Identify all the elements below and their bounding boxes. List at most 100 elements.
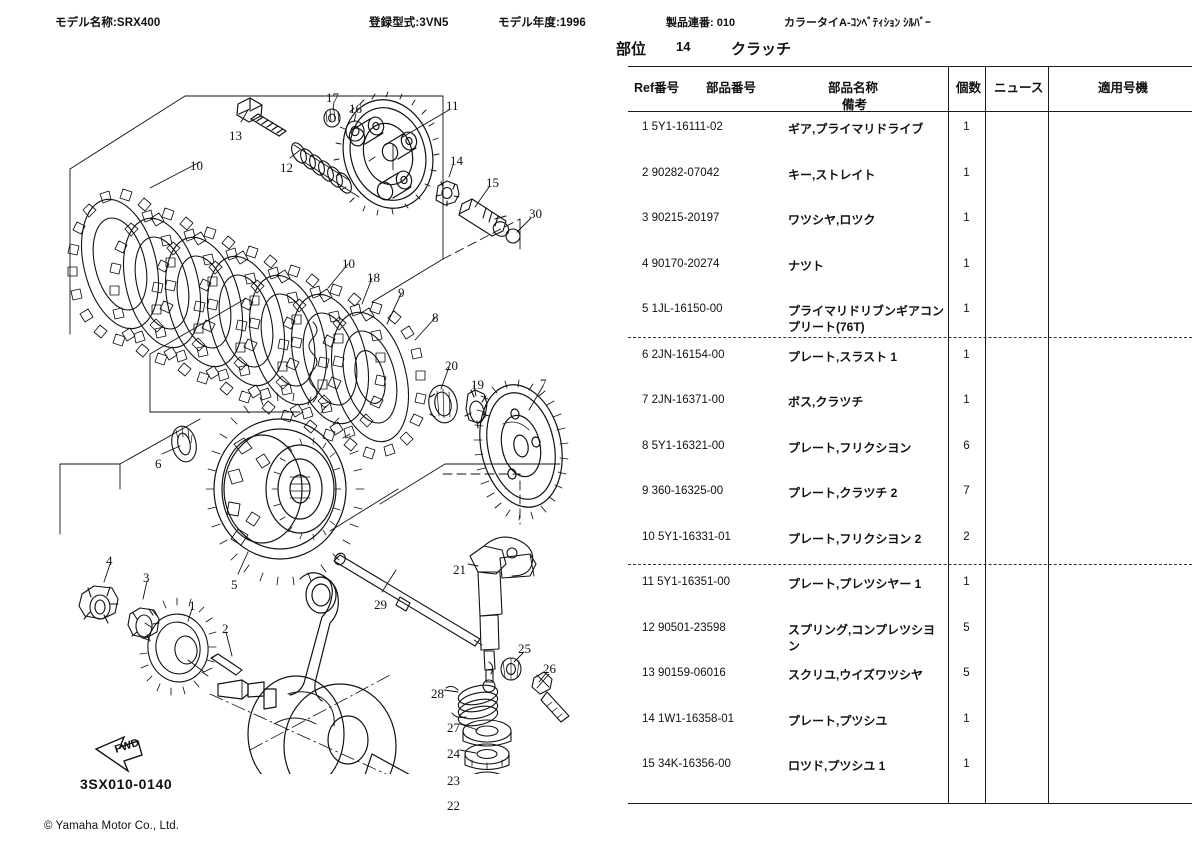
callout-number: 16 [349, 101, 362, 116]
column-divider-qty [948, 66, 949, 803]
column-header-part-name: 部品名称 [828, 81, 879, 95]
callout-number: 22 [447, 798, 460, 813]
cell-part-name: ナツト [788, 258, 825, 273]
clutch-assembly-drawing: FWD [59, 91, 570, 774]
callout-number: 18 [367, 270, 380, 285]
cell-ref-and-part-number: 5 1JL-16150-00 [642, 303, 723, 315]
cell-part-name: プレート,フリクシヨン 2 [788, 531, 922, 546]
cell-ref-and-part-number: 15 34K-16356-00 [642, 758, 731, 770]
callout-number: 29 [374, 597, 387, 612]
table-bottom-rule [628, 803, 1192, 804]
callout-number: 10 [342, 256, 355, 271]
cell-ref-and-part-number: 6 2JN-16154-00 [642, 348, 725, 361]
cell-ref-and-part-number: 3 90215-20197 [642, 212, 720, 224]
cell-part-name: プレート,プレツシヤー 1 [788, 577, 922, 591]
cell-part-name: スクリユ,ウイズワツシヤ [788, 668, 923, 682]
cell-ref-and-part-number: 11 5Y1-16351-00 [642, 576, 731, 588]
section-number: 14 [676, 39, 691, 54]
cell-ref-and-part-number: 13 90159-06016 [642, 667, 726, 679]
callout-number: 15 [486, 175, 499, 190]
cell-ref-and-part-number: 4 90170-20274 [642, 257, 720, 270]
cell-quantity: 1 [963, 394, 970, 406]
cell-part-name: プレート,スラスト 1 [788, 349, 898, 364]
cell-part-name: プレート,クラツチ 2 [788, 486, 898, 500]
cell-part-name: ボス,クラツチ [788, 395, 864, 409]
section-name: クラッチ [731, 41, 792, 58]
cell-ref-and-part-number: 12 90501-23598 [642, 621, 726, 634]
product-metadata-row: 製品連番: 010 カラータイA-ｺﾝﾍﾞﾃｨｼｮﾝ ｼﾙﾊﾞｰ [608, 14, 1200, 30]
callout-number: 23 [447, 773, 460, 788]
callout-number: 10 [190, 158, 203, 173]
section-heading: 部位 14 クラッチ [616, 38, 1200, 60]
column-header-news: ニュース [994, 81, 1044, 95]
column-header-qty: 個数 [956, 81, 982, 95]
callout-number: 21 [453, 562, 466, 577]
column-header-ref: Ref番号 [634, 81, 680, 95]
callout-number: 20 [445, 358, 458, 373]
callout-number: 17 [326, 90, 339, 105]
cell-quantity: 5 [963, 667, 970, 679]
callout-number: 27 [447, 720, 460, 735]
callout-number: 28 [431, 686, 444, 701]
callout-number: 30 [529, 206, 542, 221]
model-metadata-row: モデル名称:SRX400 登録型式:3VN5 モデル年度:1996 [0, 14, 600, 30]
callout-number: 11 [446, 98, 459, 113]
registration-type-label: 登録型式:3VN5 [369, 17, 449, 29]
cell-part-name: ギア,プライマリドライブ [788, 122, 924, 136]
callout-number: 12 [280, 160, 293, 175]
color-type-label: カラータイA-ｺﾝﾍﾞﾃｨｼｮﾝ ｼﾙﾊﾞｰ [784, 17, 931, 29]
product-serial-label: 製品連番: 010 [666, 17, 736, 29]
column-header-applicable: 適用号機 [1098, 81, 1149, 95]
cell-part-name: キー,ストレイト [788, 167, 876, 182]
cell-quantity: 1 [963, 257, 970, 270]
callout-number: 7 [540, 376, 547, 391]
cell-ref-and-part-number: 2 90282-07042 [642, 166, 720, 179]
callout-number: 6 [155, 456, 162, 471]
cell-quantity: 1 [963, 576, 970, 588]
group-separator [628, 564, 1192, 565]
callout-number: 2 [222, 621, 229, 636]
callout-number: 25 [518, 641, 531, 656]
fwd-arrow [94, 735, 143, 773]
callout-number: 3 [143, 570, 150, 585]
cell-part-name: ロツド,プツシユ 1 [788, 759, 886, 773]
parts-list-panel: 製品連番: 010 カラータイA-ｺﾝﾍﾞﾃｨｼｮﾝ ｼﾙﾊﾞｰ 部位 14 ク… [608, 0, 1200, 852]
cell-part-name: プレート,プツシユ [788, 713, 888, 728]
cell-ref-and-part-number: 14 1W1-16358-01 [642, 712, 735, 725]
callout-number: 13 [229, 128, 242, 143]
cell-ref-and-part-number: 8 5Y1-16321-00 [642, 439, 725, 452]
cell-part-name: プライマリドリブンギアコンプリート(76T) [788, 304, 945, 335]
cell-quantity: 1 [963, 212, 970, 224]
illustration-panel: モデル名称:SRX400 登録型式:3VN5 モデル年度:1996 [0, 14, 600, 832]
copyright-notice: © Yamaha Motor Co., Ltd. [44, 820, 180, 832]
cell-ref-and-part-number: 7 2JN-16371-00 [642, 394, 725, 406]
cell-ref-and-part-number: 9 360-16325-00 [642, 485, 724, 497]
cell-quantity: 6 [963, 439, 970, 452]
table-header-rule [628, 111, 1192, 112]
cell-quantity: 1 [963, 712, 970, 725]
cell-quantity: 7 [963, 485, 970, 497]
column-divider-applicable [1048, 66, 1049, 803]
cell-quantity: 1 [963, 348, 970, 361]
cell-part-name: プレート,フリクシヨン [788, 440, 912, 455]
group-separator [628, 336, 1192, 338]
callout-number: 26 [543, 661, 556, 676]
cell-part-name: ワツシヤ,ロツク [788, 213, 876, 227]
callout-number: 8 [432, 310, 439, 325]
callout-number: 14 [450, 153, 463, 168]
column-header-remarks: 備考 [842, 98, 868, 112]
callout-number: 4 [106, 553, 113, 568]
cell-ref-and-part-number: 1 5Y1-16111-02 [642, 121, 723, 133]
cell-quantity: 1 [963, 303, 970, 315]
figure-code: 3SX010-0140 [80, 776, 173, 792]
callout-number: 24 [447, 746, 460, 761]
cell-quantity: 2 [963, 530, 970, 543]
callout-number: 1 [189, 598, 196, 613]
parts-table: Ref番号 部品番号 部品名称 備考 個数 ニュース 適用号機 1 5Y1-16… [628, 66, 1192, 804]
callout-number: 5 [231, 577, 238, 592]
callout-number: 9 [398, 285, 405, 300]
model-year-label: モデル年度:1996 [498, 17, 586, 29]
table-top-rule [628, 66, 1192, 67]
